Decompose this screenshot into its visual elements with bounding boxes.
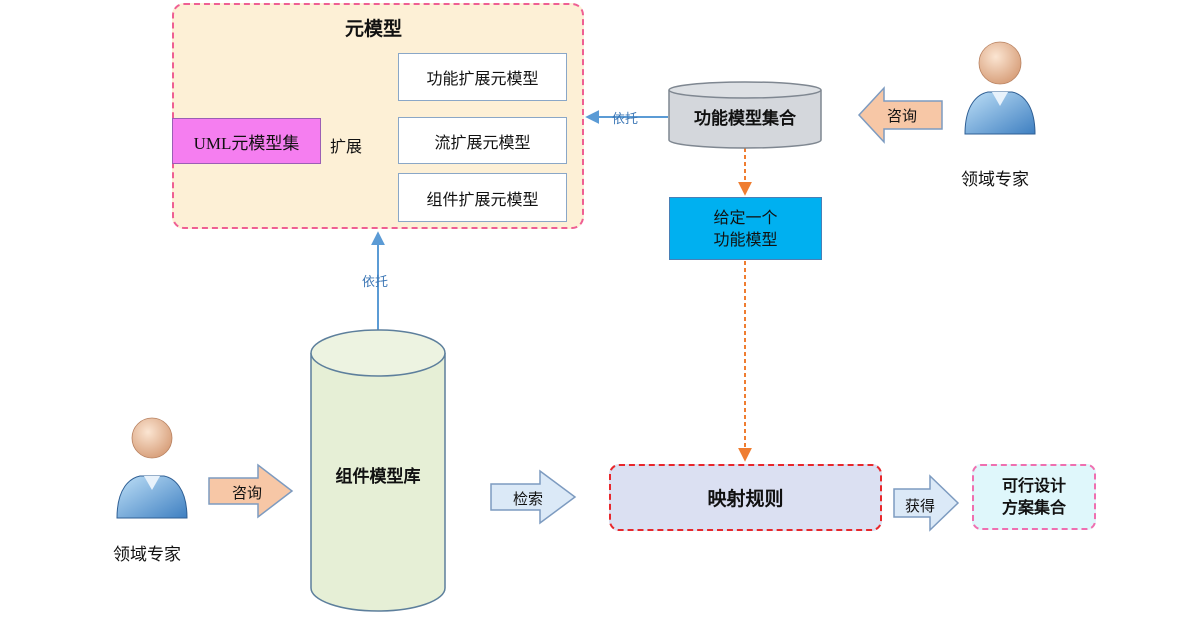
given-function-model-box: 给定一个 功能模型 — [669, 197, 822, 260]
domain-expert-label-top: 领域专家 — [961, 170, 1029, 190]
domain-expert-bottom-person-icon — [116, 417, 188, 519]
function-model-set-label: 功能模型集合 — [694, 109, 796, 129]
relies-on-label-left: 依托 — [362, 275, 389, 290]
obtain-arrow — [893, 474, 960, 532]
result-line1: 可行设计 — [1001, 476, 1066, 495]
feasible-design-set-box: 可行设计 方案集合 — [972, 464, 1096, 530]
given-model-line2: 功能模型 — [713, 229, 778, 249]
retrieve-arrow — [490, 469, 577, 525]
relies-on-label-top: 依托 — [612, 112, 639, 127]
flow-extension-meta-model: 流扩展元模型 — [398, 117, 567, 164]
extend-label: 扩展 — [330, 137, 363, 156]
consult-label-top: 咨询 — [887, 107, 918, 125]
consult-arrow-bottom — [208, 463, 294, 519]
meta-model-title: 元模型 — [345, 18, 403, 40]
uml-meta-model-set: UML元模型集 — [172, 118, 321, 164]
retrieve-label: 检索 — [513, 490, 544, 508]
consult-arrow-top — [857, 86, 943, 144]
given-model-line1: 给定一个 — [713, 207, 778, 227]
function-model-set-cylinder — [668, 81, 822, 149]
mapping-rules-box: 映射规则 — [609, 464, 882, 531]
domain-expert-top-person-icon — [964, 41, 1036, 135]
function-extension-meta-model: 功能扩展元模型 — [398, 53, 567, 101]
component-repo-cylinder — [310, 329, 446, 612]
component-repo-label: 组件模型库 — [335, 467, 421, 487]
obtain-label: 获得 — [905, 497, 936, 515]
domain-expert-label-bottom: 领域专家 — [113, 545, 181, 565]
consult-label-bottom: 咨询 — [232, 484, 263, 502]
result-line2: 方案集合 — [1001, 498, 1066, 517]
component-extension-meta-model: 组件扩展元模型 — [398, 173, 567, 222]
